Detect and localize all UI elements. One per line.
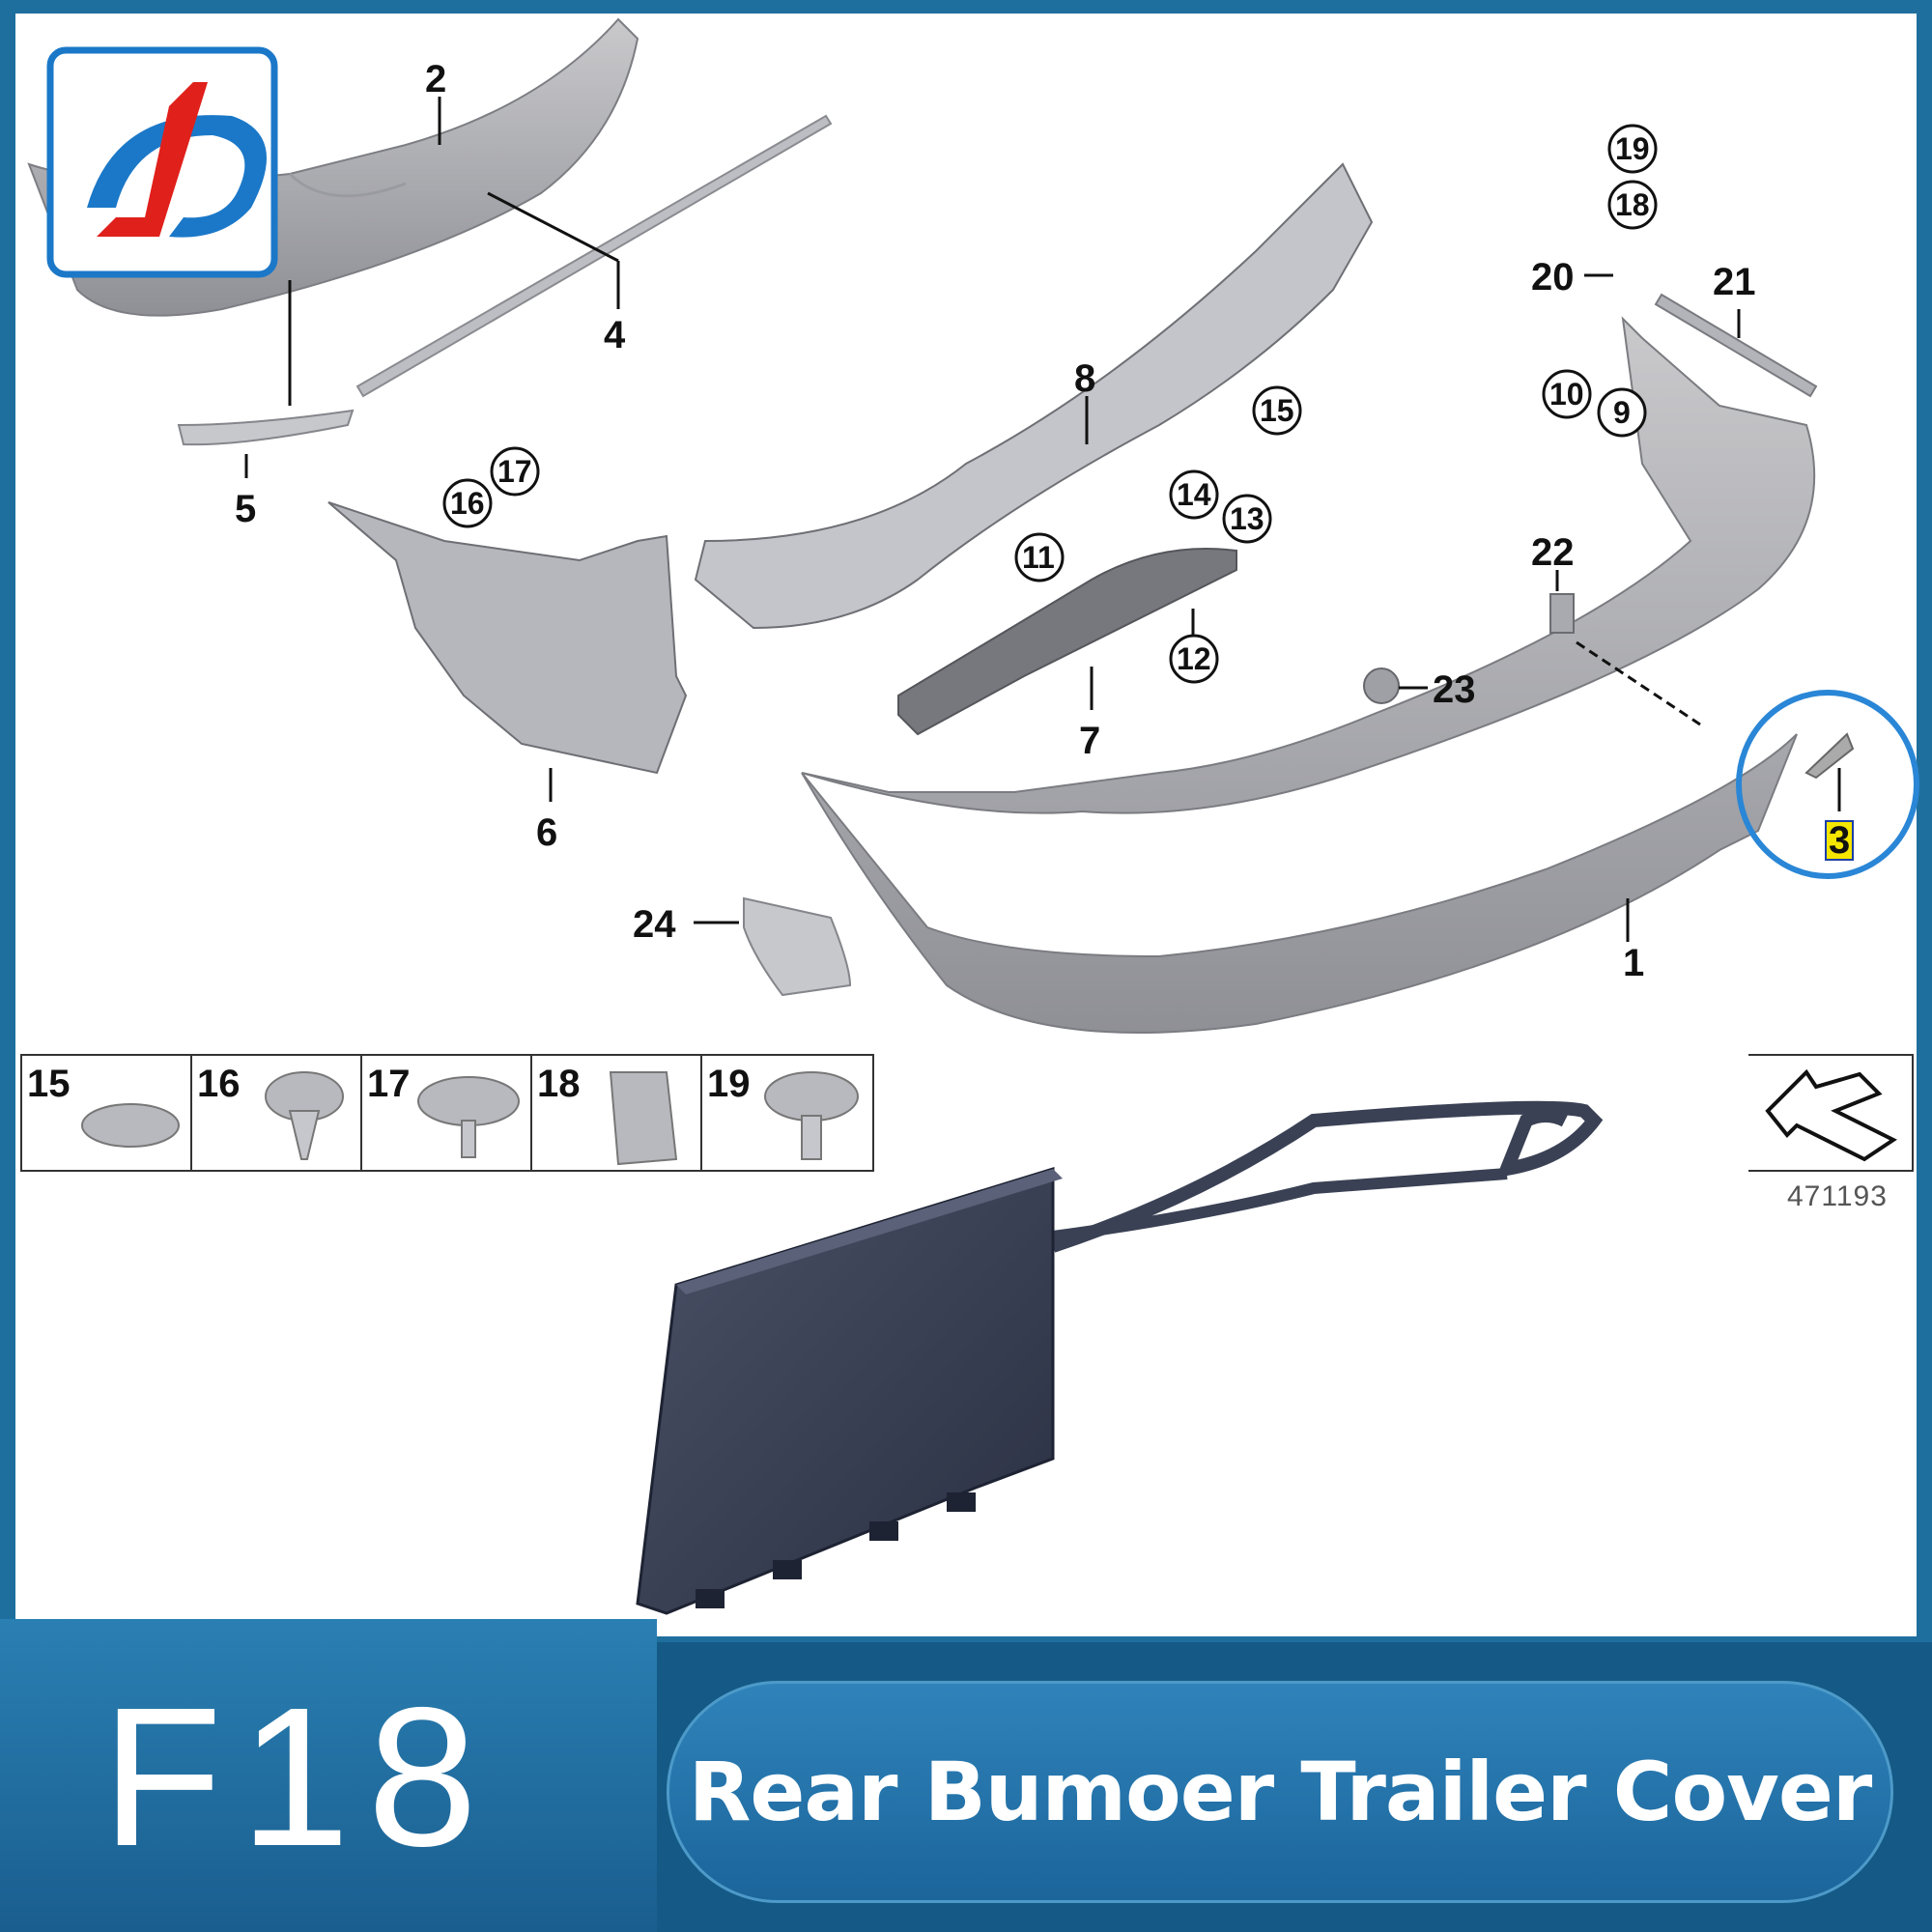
model-label: F18 xyxy=(101,1666,496,1888)
circled-callout-labels: 9 10 11 12 13 14 15 16 17 18 19 xyxy=(450,131,1650,676)
part-6-bracket xyxy=(327,501,688,775)
svg-text:9: 9 xyxy=(1613,395,1631,430)
callout-4: 4 xyxy=(604,314,626,356)
title-pill xyxy=(667,1681,1893,1903)
svg-text:16: 16 xyxy=(197,1063,241,1105)
part-4-strip xyxy=(355,114,833,398)
callout-22: 22 xyxy=(1531,531,1575,574)
drawing-number: 471193 xyxy=(1787,1180,1888,1212)
svg-text:10: 10 xyxy=(1549,377,1584,412)
fastener-table xyxy=(20,1054,874,1172)
svg-text:17: 17 xyxy=(497,454,532,489)
part-22-clip xyxy=(1549,593,1575,634)
svg-text:19: 19 xyxy=(707,1063,751,1105)
part-3-badge xyxy=(1825,820,1854,861)
callout-20: 20 xyxy=(1531,256,1575,298)
callout-8: 8 xyxy=(1074,357,1095,400)
part-7-mesh xyxy=(897,548,1237,736)
view-arrow-box xyxy=(1748,1054,1914,1172)
part-21-strip xyxy=(1654,293,1818,398)
product-title: Rear Bumoer Trailer Cover xyxy=(688,1745,1873,1839)
callout-24: 24 xyxy=(633,903,676,946)
svg-text:13: 13 xyxy=(1230,501,1264,536)
svg-text:18: 18 xyxy=(537,1063,581,1105)
leader-lines xyxy=(244,97,1841,942)
callout-7: 7 xyxy=(1079,720,1100,762)
svg-text:11: 11 xyxy=(1022,540,1055,575)
trailer-cover-product xyxy=(636,1100,1604,1615)
part-5-trim xyxy=(177,409,355,446)
part-3-clip xyxy=(1804,732,1855,780)
part-3-highlight xyxy=(1736,690,1919,879)
banner-left-bg xyxy=(0,1619,657,1932)
callout-3: 3 xyxy=(1829,819,1850,862)
svg-text:14: 14 xyxy=(1177,477,1211,512)
svg-text:17: 17 xyxy=(367,1063,411,1105)
callout-labels: 1 2 3 4 5 6 7 8 20 21 22 23 24 xyxy=(235,58,1850,984)
part-24-cover-small xyxy=(743,896,852,997)
svg-text:15: 15 xyxy=(27,1063,71,1105)
fastener-table-labels: 15 16 17 18 19 xyxy=(27,1063,751,1105)
jd-logo xyxy=(46,46,278,278)
callout-21: 21 xyxy=(1713,261,1756,303)
callout-23: 23 xyxy=(1433,668,1476,711)
svg-text:19: 19 xyxy=(1615,131,1650,166)
callout-6: 6 xyxy=(536,811,557,854)
svg-text:18: 18 xyxy=(1615,187,1650,222)
callout-1: 1 xyxy=(1623,942,1644,984)
svg-text:16: 16 xyxy=(450,486,485,521)
part-8-carrier xyxy=(694,162,1374,630)
callout-5: 5 xyxy=(235,488,256,530)
callout-2: 2 xyxy=(425,58,446,100)
part-23-plug xyxy=(1363,668,1400,704)
svg-text:12: 12 xyxy=(1177,641,1211,676)
svg-text:15: 15 xyxy=(1260,393,1294,428)
part-1-bumper xyxy=(801,316,1816,1034)
circled-callouts xyxy=(442,124,1658,684)
